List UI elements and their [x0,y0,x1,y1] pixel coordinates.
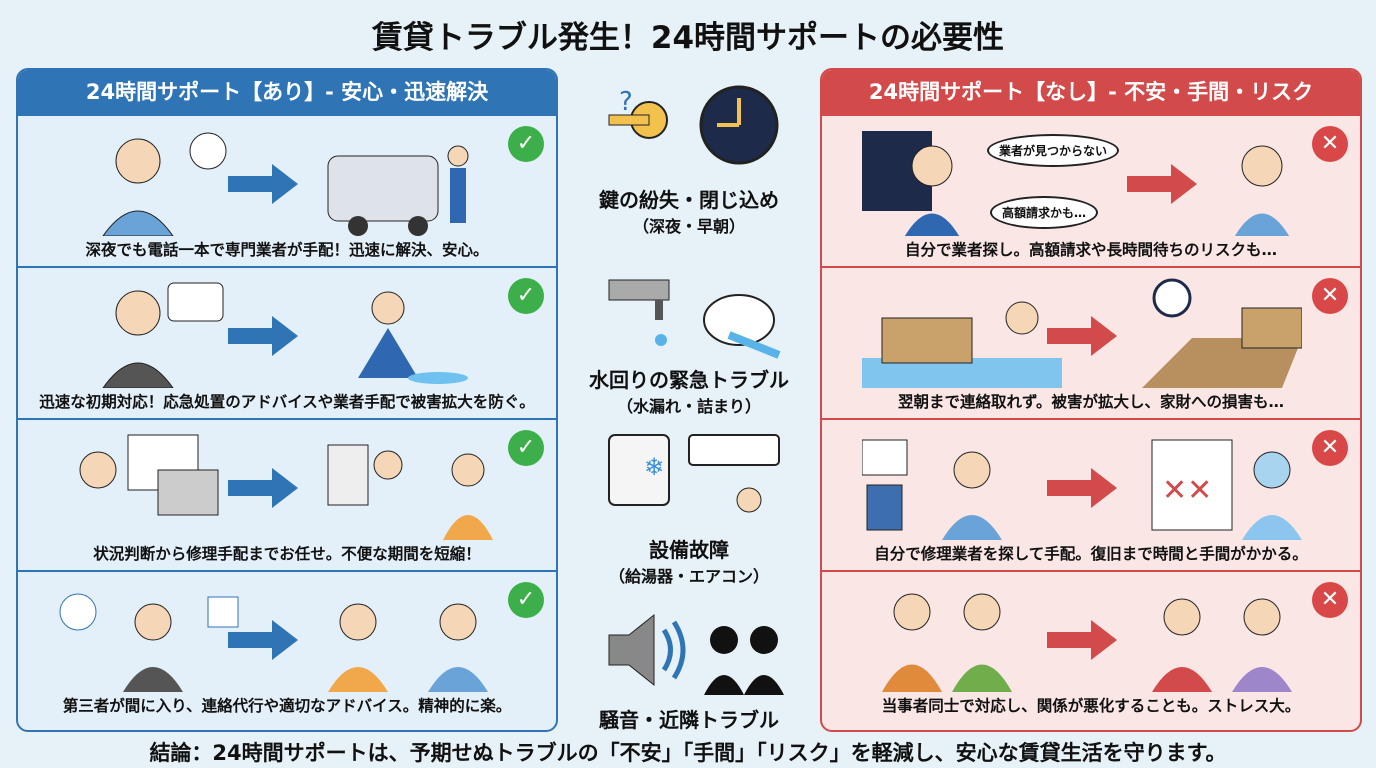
key-and-clock-icon: ? [608,85,779,165]
thought-bubble: 高額請求かも… [990,196,1099,229]
with-support-header: 24時間サポート【あり】- 安心・迅速解決 [18,70,556,114]
arrow-right-icon [1047,316,1117,356]
anxious-search-illustration [862,131,1290,236]
without-support-panel: 24時間サポート【なし】- 不安・手間・リスク 業者が見つからない 高額請求かも… [820,68,1362,732]
phone-call-illustration [102,132,469,236]
cross-icon: ✕ [1312,126,1348,162]
repair-arrangement-illustration [79,434,493,540]
with-support-row: ✓ 深夜でも電話一本で専門業者が手配！迅速に解決、安心。 [18,114,556,266]
row-caption: 迅速な初期対応！応急処置のアドバイスや業者手配で被害拡大を防ぐ。 [39,393,535,411]
cross-icon: ✕ [1312,430,1348,466]
trouble-label: 鍵の紛失・閉じ込め [599,188,779,212]
without-support-row: ✕ 当事者同士で対応し、関係が悪化することも。ストレス大。 [822,570,1360,722]
without-support-header: 24時間サポート【なし】- 不安・手間・リスク [822,70,1360,114]
check-icon: ✓ [508,278,544,314]
operator-advice-illustration [102,282,468,388]
trouble-sublabel: （深夜・早朝） [632,217,745,236]
trouble-noise: 騒音・近隣トラブル [560,600,818,733]
page-title: 賃貸トラブル発生！24時間サポートの必要性 [371,20,1005,56]
row-caption: 自分で修理業者を探して手配。復旧まで時間と手間がかかる。 [874,545,1308,563]
trouble-key-lost: ? 鍵の紛失・閉じ込め （深夜・早朝） [560,80,818,237]
water-heater-and-ac-icon: ❄ [608,434,780,513]
without-support-row: ✕ 翌朝まで連絡取れず。被害が拡大し、家財への損害も… [822,266,1360,418]
trouble-water: 水回りの緊急トラブル （水漏れ・詰まり） [560,260,818,417]
check-icon: ✓ [508,582,544,618]
without-support-row: ✕✕ ✕ 自分で修理業者を探して手配。復旧まで時間と手間がかかる。 [822,418,1360,570]
row-caption: 深夜でも電話一本で専門業者が手配！迅速に解決、安心。 [85,241,489,259]
row-caption: 翌朝まで連絡取れず。被害が拡大し、家財への損害も… [898,393,1284,411]
with-support-panel: 24時間サポート【あり】- 安心・迅速解決 ✓ 深夜でも電話一本で専門業者が手配… [16,68,558,732]
check-icon: ✓ [508,126,544,162]
cross-icon: ✕ [1312,582,1348,618]
with-support-row: ✓ 迅速な初期対応！応急処置のアドバイスや業者手配で被害拡大を防ぐ。 [18,266,556,418]
speaker-and-argument-icon [608,613,784,695]
trouble-sublabel: （給湯器・エアコン） [608,567,769,586]
thought-bubble: 業者が見つからない [987,134,1120,167]
arrow-right-icon [1047,468,1117,508]
svg-text:?: ? [619,87,633,117]
trouble-types-column: ? 鍵の紛失・閉じ込め （深夜・早朝） 水回りの緊急トラブル （水漏れ・詰まり）… [560,80,818,733]
check-icon: ✓ [508,430,544,466]
with-support-row: ✓ 第三者が間に入り、連絡代行や適切なアドバイス。精神的に楽。 [18,570,556,722]
trouble-sublabel: （水漏れ・詰まり） [616,397,761,416]
arrow-right-icon [228,316,298,356]
arrow-right-icon [228,164,298,204]
row-caption: 自分で業者探し。高額請求や長時間待ちのリスクも… [904,241,1277,259]
flood-damage-illustration [862,278,1302,388]
mediation-illustration [59,593,488,692]
conclusion: 結論：24時間サポートは、予期せぬトラブルの「不安」「手間」「リスク」を軽減し、… [149,741,1227,765]
row-caption: 状況判断から修理手配までお任せ。不便な期間を短縮！ [93,545,481,563]
svg-text:❄: ❄ [644,453,664,481]
without-support-row: 業者が見つからない 高額請求かも… ✕ 自分で業者探し。高額請求や長時間待ちのリ… [822,114,1360,266]
faucet-and-toilet-icon [608,279,781,359]
trouble-equipment: ❄ 設備故障 （給湯器・エアコン） [560,430,818,587]
trouble-label: 騒音・近隣トラブル [599,708,779,732]
neighbor-conflict-illustration [882,593,1292,692]
arrow-right-icon [1047,620,1117,660]
row-caption: 当事者同士で対応し、関係が悪化することも。ストレス大。 [881,697,1301,715]
trouble-label: 水回りの緊急トラブル [589,368,789,392]
arrow-right-icon [1127,164,1197,204]
arrow-right-icon [228,468,298,508]
self-arrangement-illustration: ✕✕ [862,439,1302,540]
with-support-row: ✓ 状況判断から修理手配までお任せ。不便な期間を短縮！ [18,418,556,570]
arrow-right-icon [228,620,298,660]
svg-text:✕✕: ✕✕ [1162,473,1212,508]
trouble-label: 設備故障 [649,538,729,562]
row-caption: 第三者が間に入り、連絡代行や適切なアドバイス。精神的に楽。 [62,697,512,715]
cross-icon: ✕ [1312,278,1348,314]
